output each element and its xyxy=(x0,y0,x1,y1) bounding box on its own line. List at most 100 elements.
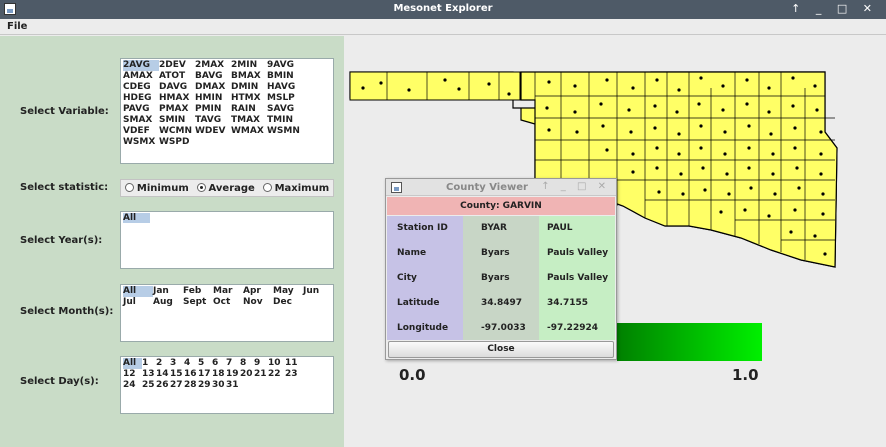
day-item[interactable]: 16 xyxy=(184,369,197,379)
variable-item[interactable]: ATOT xyxy=(159,71,186,81)
month-item[interactable]: Oct xyxy=(213,297,231,307)
variable-item[interactable]: HTMX xyxy=(231,93,261,103)
variable-item[interactable]: WMAX xyxy=(231,126,264,136)
variable-item[interactable]: HDEG xyxy=(123,93,152,103)
variable-item[interactable]: WDEV xyxy=(195,126,226,136)
variable-item[interactable]: SMIN xyxy=(159,115,186,125)
month-item[interactable]: Sept xyxy=(183,297,207,307)
day-item[interactable]: 15 xyxy=(170,369,183,379)
day-item[interactable]: 26 xyxy=(156,380,169,390)
variable-item[interactable]: HMAX xyxy=(159,93,190,103)
month-item[interactable]: Jun xyxy=(303,286,320,296)
window-controls[interactable]: ↑ _ □ ✕ xyxy=(791,2,878,15)
radio-minimum[interactable]: Minimum xyxy=(124,182,189,194)
month-item[interactable]: Mar xyxy=(213,286,233,296)
day-item[interactable]: 10 xyxy=(268,358,281,368)
day-item[interactable]: 7 xyxy=(226,358,233,368)
variable-item[interactable]: 2MAX xyxy=(195,60,225,70)
variable-item[interactable]: BMAX xyxy=(231,71,261,81)
day-item[interactable]: 28 xyxy=(184,380,197,390)
variable-item[interactable]: DAVG xyxy=(159,82,188,92)
day-item[interactable]: 13 xyxy=(142,369,155,379)
variable-item[interactable]: SMAX xyxy=(123,115,153,125)
variable-item[interactable]: WSMN xyxy=(267,126,300,136)
month-item[interactable]: Feb xyxy=(183,286,202,296)
day-item[interactable]: 3 xyxy=(170,358,177,368)
variable-item[interactable]: 2DEV xyxy=(159,60,186,70)
variable-item[interactable]: HMIN xyxy=(195,93,223,103)
month-label: Select Month(s): xyxy=(20,306,114,317)
variable-item[interactable]: 2AVG xyxy=(123,60,159,71)
variable-item[interactable]: AMAX xyxy=(123,71,153,81)
day-item[interactable]: 5 xyxy=(198,358,205,368)
radio-average[interactable]: Average xyxy=(196,182,255,194)
variable-item[interactable]: BAVG xyxy=(195,71,223,81)
day-item[interactable]: 24 xyxy=(123,380,136,390)
variable-item[interactable]: TMAX xyxy=(231,115,260,125)
dialog-window-controls[interactable]: ↑ _ □ ✕ xyxy=(541,181,610,192)
variable-item[interactable]: TMIN xyxy=(267,115,293,125)
day-item[interactable]: 11 xyxy=(285,358,298,368)
day-item[interactable]: 20 xyxy=(240,369,253,379)
day-item[interactable]: All xyxy=(123,358,142,369)
dialog-titlebar[interactable]: County Viewer ↑ _ □ ✕ xyxy=(386,179,616,196)
month-item[interactable]: Apr xyxy=(243,286,261,296)
month-item[interactable]: Aug xyxy=(153,297,173,307)
day-item[interactable]: 1 xyxy=(142,358,149,368)
day-item[interactable]: 25 xyxy=(142,380,155,390)
variable-item[interactable]: 9AVG xyxy=(267,60,294,70)
variable-item[interactable]: PMIN xyxy=(195,104,222,114)
oklahoma-county-map[interactable] xyxy=(349,68,838,271)
month-item[interactable]: Dec xyxy=(273,297,292,307)
year-item[interactable]: All xyxy=(123,213,151,223)
variable-item[interactable]: BMIN xyxy=(267,71,294,81)
day-item[interactable]: 4 xyxy=(184,358,191,368)
day-item[interactable]: 27 xyxy=(170,380,183,390)
month-item[interactable]: Jul xyxy=(123,297,136,307)
day-item[interactable]: 18 xyxy=(212,369,225,379)
day-item[interactable]: 17 xyxy=(198,369,211,379)
variable-item[interactable]: DMIN xyxy=(231,82,259,92)
month-item[interactable]: Nov xyxy=(243,297,263,307)
month-item[interactable]: Jan xyxy=(153,286,169,296)
variable-item[interactable]: MSLP xyxy=(267,93,295,103)
variable-item[interactable]: DMAX xyxy=(195,82,226,92)
variable-item[interactable]: PMAX xyxy=(159,104,189,114)
day-item[interactable]: 6 xyxy=(212,358,219,368)
variable-item[interactable]: SAVG xyxy=(267,104,295,114)
month-item[interactable]: All xyxy=(123,286,153,297)
variable-item[interactable]: PAVG xyxy=(123,104,150,114)
variable-item[interactable]: TAVG xyxy=(195,115,222,125)
variable-item[interactable]: WSPD xyxy=(159,137,190,147)
month-item[interactable]: May xyxy=(273,286,294,296)
day-item[interactable]: 31 xyxy=(226,380,239,390)
day-item[interactable]: 19 xyxy=(226,369,239,379)
variable-item[interactable]: 2MIN xyxy=(231,60,258,70)
day-item[interactable]: 8 xyxy=(240,358,247,368)
day-item[interactable]: 30 xyxy=(212,380,225,390)
variable-item[interactable]: RAIN xyxy=(231,104,256,114)
scale-max-label: 1.0 xyxy=(732,366,759,384)
radio-maximum[interactable]: Maximum xyxy=(262,182,329,194)
variable-item[interactable]: WCMN xyxy=(159,126,193,136)
year-list[interactable]: All xyxy=(120,211,334,269)
day-item[interactable]: 29 xyxy=(198,380,211,390)
menu-file[interactable]: File xyxy=(7,21,28,32)
day-item[interactable]: 22 xyxy=(268,369,281,379)
county-borders xyxy=(386,72,835,260)
variable-item[interactable]: VDEF xyxy=(123,126,150,136)
day-item[interactable]: 2 xyxy=(156,358,163,368)
day-item[interactable]: 21 xyxy=(254,369,267,379)
variable-item[interactable]: WSMX xyxy=(123,137,156,147)
day-item[interactable]: 9 xyxy=(254,358,261,368)
day-item[interactable]: 23 xyxy=(285,369,298,379)
dialog-title: County Viewer xyxy=(446,182,528,193)
variable-item[interactable]: HAVG xyxy=(267,82,296,92)
day-item[interactable]: 14 xyxy=(156,369,169,379)
day-item[interactable]: 12 xyxy=(123,369,136,379)
variable-item[interactable]: CDEG xyxy=(123,82,151,92)
close-button[interactable]: Close xyxy=(388,341,614,358)
